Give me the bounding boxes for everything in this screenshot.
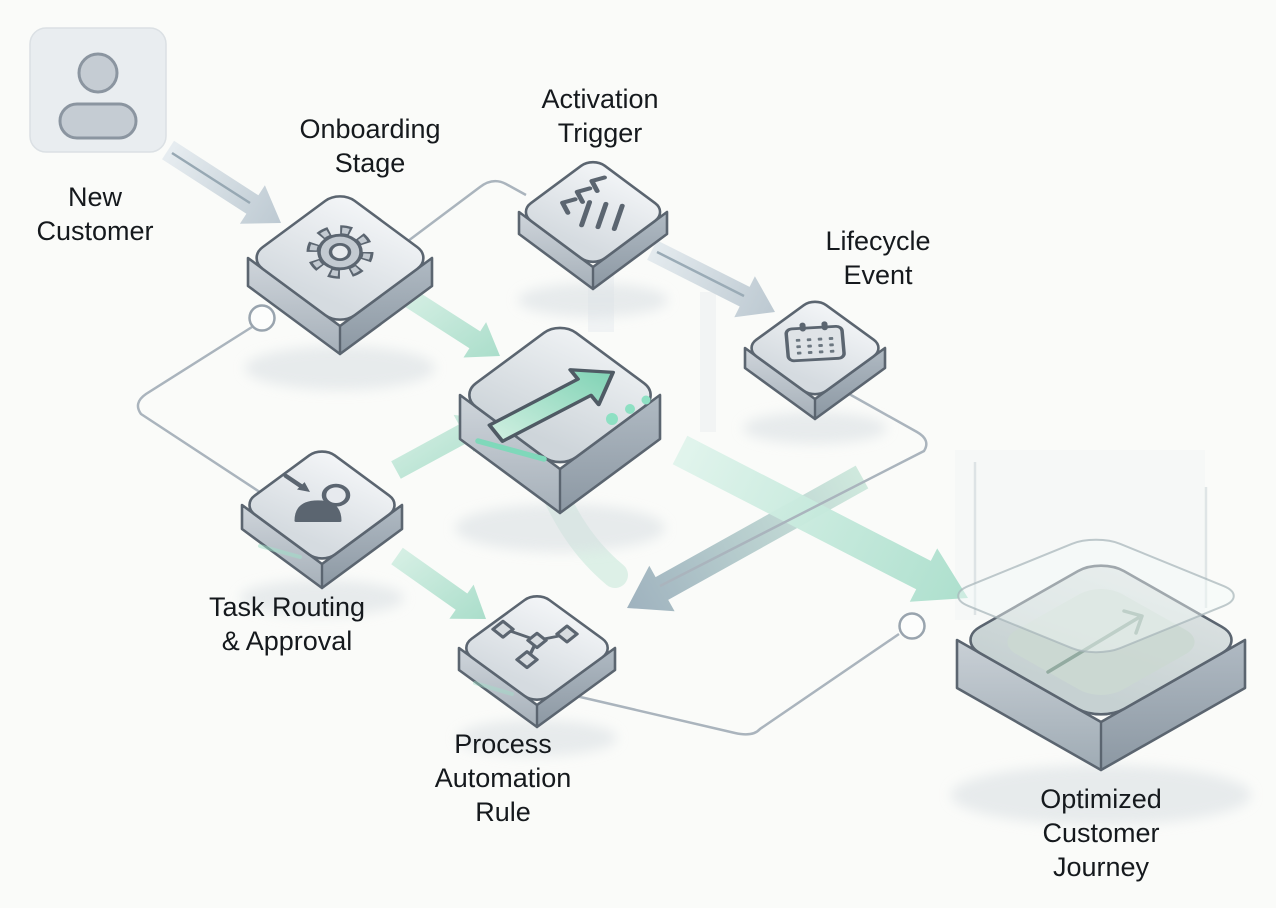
workflow-nodes-icon: [491, 619, 579, 670]
label-line: Rule: [475, 797, 531, 827]
label-activation-trigger: Activation Trigger: [541, 82, 658, 150]
label-line: Stage: [334, 148, 406, 178]
arrow-up-right-icon: [487, 368, 615, 443]
status-dash: [258, 544, 302, 559]
label-onboarding-stage: Onboarding Stage: [299, 112, 440, 180]
label-line: Customer: [1042, 818, 1160, 848]
label-line: Automation: [434, 763, 572, 793]
connector-onboarding-to-activation: [407, 179, 527, 242]
assign-user-icon: [283, 473, 351, 523]
node-activation-trigger: [517, 157, 669, 291]
label-line: & Approval: [221, 626, 353, 656]
arrows: [162, 140, 968, 619]
new-customer-card: [29, 27, 167, 153]
trigger-list-icon: [560, 175, 625, 231]
label-line: Activation: [541, 84, 659, 114]
label-task-routing: Task Routing & Approval: [209, 590, 365, 658]
label-optimized-journey: Optimized Customer Journey: [1040, 782, 1162, 884]
connector-lifecycle-to-process: [659, 388, 928, 588]
arrow-activation-to-lifecycle: [647, 240, 775, 318]
hub-status-dot: [625, 404, 635, 414]
arrow-onboarding-to-hub: [399, 286, 500, 358]
connector-circle: [248, 304, 276, 332]
label-line: Customer: [36, 216, 154, 246]
person-icon: [58, 52, 138, 140]
hub-status-dot: [606, 413, 618, 425]
arrow-hub-to-optimized: [672, 435, 968, 602]
label-line: Event: [843, 260, 913, 290]
label-new-customer: New Customer: [36, 180, 153, 248]
trend-arrow-icon: [1046, 609, 1144, 674]
connector-onboarding-to-task: [136, 325, 282, 508]
glass-layer: [944, 534, 1248, 658]
label-line: Journey: [1052, 852, 1150, 882]
hub-status-dot: [641, 395, 651, 405]
hub-status-dash: [475, 438, 547, 462]
label-lifecycle-event: Lifecycle Event: [825, 224, 930, 292]
connector-process-to-optimized: [575, 632, 900, 736]
label-line: Task Routing: [208, 592, 366, 622]
label-line: Onboarding: [299, 114, 441, 144]
calendar-icon: [784, 321, 846, 363]
connector-lines: [136, 179, 928, 736]
label-line: Trigger: [557, 118, 643, 148]
connector-circle: [898, 612, 926, 640]
status-dash: [473, 681, 514, 696]
gear-icon: [306, 225, 374, 279]
node-optimized-journey: [944, 534, 1248, 772]
label-line: Process: [454, 729, 552, 759]
label-line: New: [67, 182, 122, 212]
label-line: Lifecycle: [825, 226, 931, 256]
label-process-automation-rule: Process Automation Rule: [435, 727, 572, 829]
shadows: [240, 283, 1251, 825]
label-line: Optimized: [1040, 784, 1162, 814]
arrow-new-to-onboarding: [162, 140, 281, 224]
arrow-task-to-process: [391, 547, 486, 619]
